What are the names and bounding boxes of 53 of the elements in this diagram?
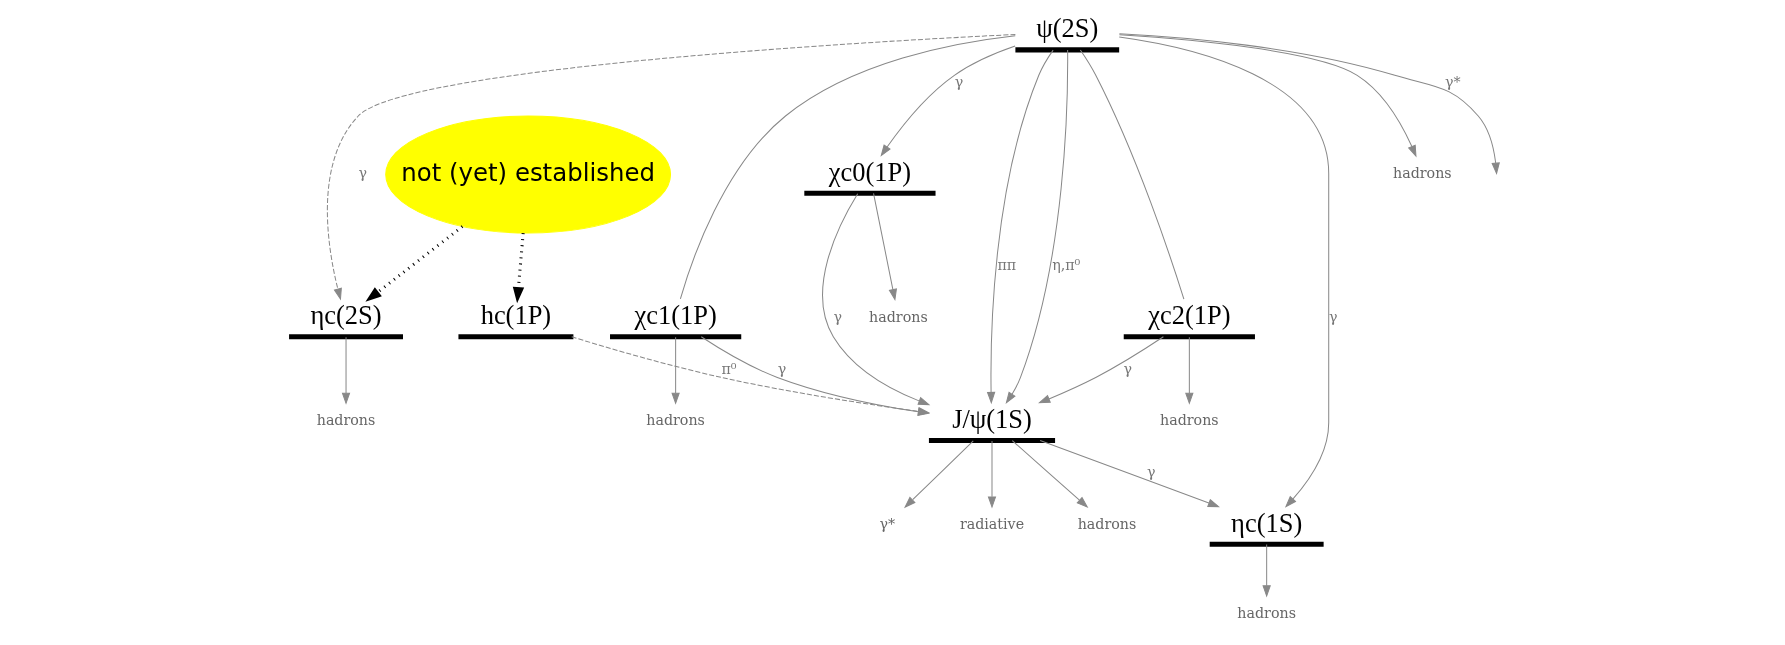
arrow — [364, 225, 463, 302]
edge-label: η,π⁰ — [1051, 256, 1080, 273]
edge-label: γ — [1328, 308, 1338, 325]
edge-label: γ — [358, 165, 367, 182]
arrow — [1118, 36, 1329, 508]
edge-label: π⁰ — [721, 360, 737, 377]
node-text: χc0(1P) — [828, 156, 911, 187]
arrow — [1261, 544, 1271, 598]
connector — [1079, 49, 1184, 300]
node-text: hadrons — [1392, 165, 1452, 182]
arrow — [879, 45, 1016, 157]
node-text: ηc(2S) — [309, 300, 382, 331]
arrow — [1005, 49, 1068, 404]
arrow — [1037, 336, 1164, 404]
edge-label: γ — [833, 308, 842, 325]
arrow — [1118, 33, 1500, 175]
edge-label: γ* — [1444, 73, 1461, 90]
arrow — [570, 336, 930, 416]
node-text: hadrons — [1236, 605, 1296, 622]
connector — [679, 35, 1016, 300]
arrow — [1011, 440, 1088, 508]
arrow — [700, 336, 930, 416]
arrow — [987, 440, 996, 509]
node-text: χc1(1P) — [634, 300, 717, 331]
edge-label: γ — [777, 360, 786, 377]
arrow — [341, 336, 350, 405]
node-text: hadrons — [645, 412, 705, 429]
node-text: ψ(2S) — [1035, 13, 1098, 44]
arrow — [1118, 34, 1417, 158]
arrow — [872, 192, 897, 302]
node-text: hadrons — [316, 412, 375, 429]
arrow — [986, 49, 1054, 405]
edge-label: γ — [1123, 360, 1132, 377]
node-text: ηc(1S) — [1230, 507, 1302, 538]
node-text: hadrons — [1077, 516, 1136, 533]
edge-label: γ — [954, 73, 963, 90]
arrow — [670, 336, 680, 405]
node-text: hadrons — [868, 308, 928, 325]
node-text: γ* — [878, 516, 895, 533]
arrow — [903, 440, 974, 509]
node-text: radiative — [959, 516, 1024, 533]
node-text: hadrons — [1159, 412, 1219, 429]
node-text: χc2(1P) — [1147, 300, 1230, 331]
node-ellipse: not (yet) established — [384, 115, 671, 234]
arrow — [1039, 440, 1220, 508]
arrow — [326, 33, 1016, 301]
arrow — [512, 232, 525, 304]
arrow — [1184, 336, 1194, 405]
node-text: J/ψ(1S) — [951, 404, 1032, 435]
edge-label: γ — [1146, 464, 1155, 481]
edge-label: ππ — [996, 256, 1016, 273]
arrow — [821, 193, 930, 406]
node-text: hc(1P) — [480, 300, 551, 331]
